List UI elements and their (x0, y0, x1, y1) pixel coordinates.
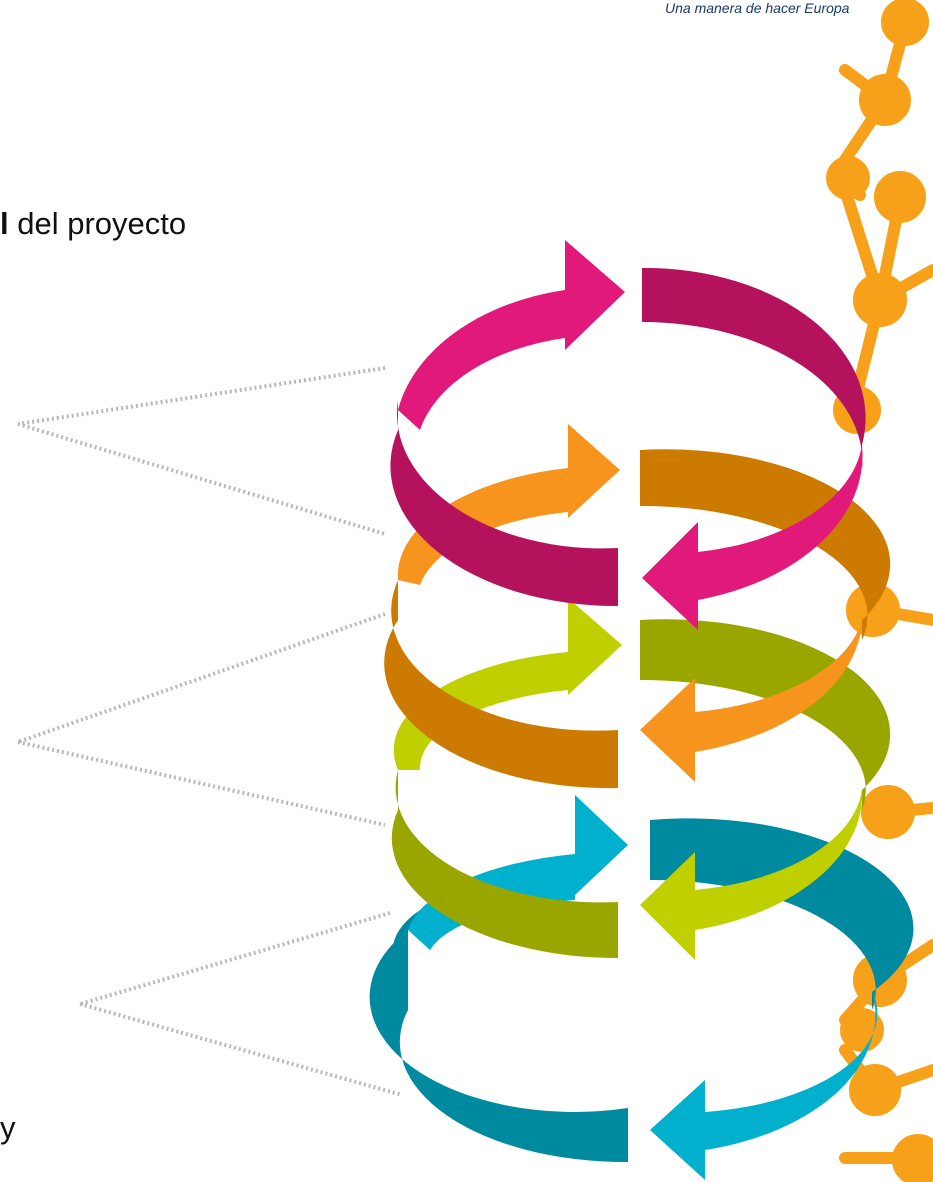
motto-text: Una manera de hacer Europa (665, 0, 850, 16)
bottom-text-fragment: y (0, 1110, 16, 1145)
dotted-connectors (17, 366, 403, 1097)
cycle-arrow-pink (390, 240, 866, 630)
title-rest: del proyecto (8, 206, 187, 241)
title-bold-part: l (0, 206, 9, 241)
slide-title: l del proyecto (0, 206, 186, 242)
cycle-arrow-orange (384, 424, 891, 789)
